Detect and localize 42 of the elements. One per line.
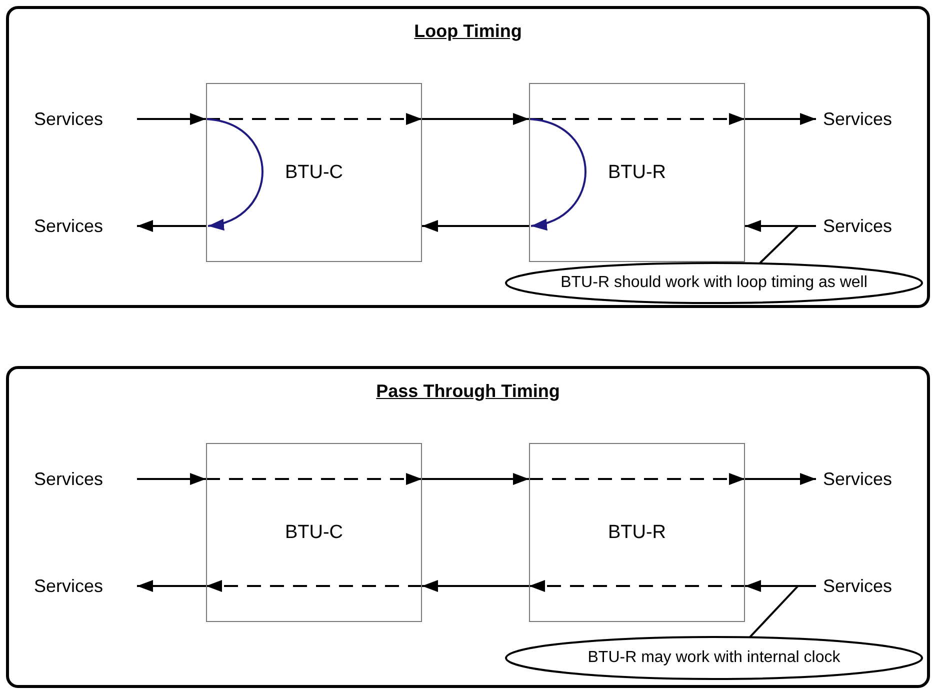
dashed-arrow <box>529 113 745 125</box>
panel <box>6 6 930 308</box>
leader-line <box>749 585 799 638</box>
unit-box: BTU-C <box>206 443 422 622</box>
service-label: Services <box>823 575 919 597</box>
service-label: Services <box>34 468 130 490</box>
dashed-arrow <box>206 113 422 125</box>
arrow <box>422 113 529 125</box>
arrow <box>137 220 206 232</box>
callout-text: BTU-R should work with loop timing as well <box>560 274 868 292</box>
panel <box>6 366 930 688</box>
callout-ellipse <box>505 636 923 680</box>
service-label: Services <box>34 215 130 237</box>
unit-box: BTU-R <box>529 443 745 622</box>
loop-arrow <box>206 118 264 229</box>
unit-box: BTU-R <box>529 83 745 262</box>
dashed-arrow <box>206 473 422 485</box>
dashed-arrow <box>529 580 745 592</box>
arrow <box>422 473 529 485</box>
panel-title: Loop Timing <box>414 21 522 41</box>
arrow <box>745 113 816 125</box>
leader-line <box>759 225 799 264</box>
dashed-arrow <box>206 580 422 592</box>
arrow <box>137 113 206 125</box>
arrow <box>745 473 816 485</box>
arrow <box>745 580 816 592</box>
dashed-arrow <box>529 473 745 485</box>
panel-title: Pass Through Timing <box>376 381 560 401</box>
callout-text: BTU-R may work with internal clock <box>588 649 840 667</box>
service-label: Services <box>823 108 919 130</box>
service-label: Services <box>823 468 919 490</box>
arrow <box>745 220 816 232</box>
arrow <box>137 580 206 592</box>
arrow <box>422 220 529 232</box>
loop-arrow <box>528 118 586 229</box>
arrow <box>422 580 529 592</box>
callout-ellipse <box>505 262 923 304</box>
service-label: Services <box>823 215 919 237</box>
service-label: Services <box>34 108 130 130</box>
service-label: Services <box>34 575 130 597</box>
unit-box: BTU-C <box>206 83 422 262</box>
arrow <box>137 473 206 485</box>
